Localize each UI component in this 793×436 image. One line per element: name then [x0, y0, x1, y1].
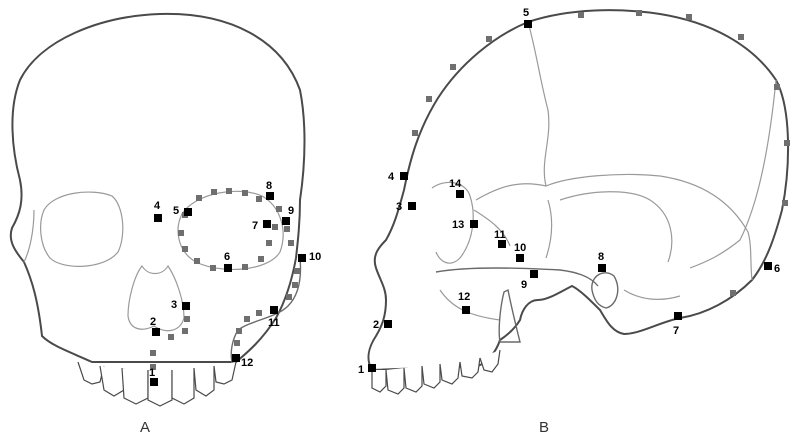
landmark-b-11 [498, 240, 506, 248]
landmark-b-2 [384, 320, 392, 328]
cranium-outline-lateral [369, 10, 789, 370]
landmark-a-5 [184, 208, 192, 216]
landmark-b-10 [516, 254, 524, 262]
label-b-1: 1 [358, 364, 364, 376]
label-a-6: 6 [224, 251, 230, 263]
cranium-outline [11, 14, 305, 362]
label-a-5: 5 [173, 205, 179, 217]
landmark-b-8 [598, 264, 606, 272]
landmark-b-4 [400, 172, 408, 180]
label-b-10: 10 [514, 242, 526, 254]
label-a-7: 7 [252, 220, 258, 232]
landmark-a-8 [266, 192, 274, 200]
label-b-3: 3 [396, 201, 402, 213]
landmark-b-12 [462, 306, 470, 314]
landmark-b-7 [674, 312, 682, 320]
panel-label-b: B [539, 419, 549, 436]
landmark-a-6 [224, 264, 232, 272]
landmark-b-3 [408, 202, 416, 210]
frontal-skull: 1 2 3 4 5 6 7 8 9 10 11 12 A [11, 14, 322, 436]
landmark-a-9 [282, 217, 290, 225]
landmark-b-14 [456, 190, 464, 198]
landmark-b-5 [524, 20, 532, 28]
label-b-4: 4 [388, 171, 395, 183]
label-b-6: 6 [774, 263, 780, 275]
label-a-1: 1 [149, 367, 155, 379]
panel-label-a: A [140, 419, 150, 436]
lateral-skull: 1 2 3 4 5 6 7 8 9 10 11 12 13 [358, 7, 790, 436]
landmark-a-10 [298, 254, 306, 262]
landmark-a-7 [263, 220, 271, 228]
landmark-a-12 [232, 354, 240, 362]
label-a-4: 4 [154, 200, 161, 212]
label-a-8: 8 [266, 180, 272, 192]
landmark-a-3 [182, 302, 190, 310]
label-a-9: 9 [288, 205, 294, 217]
label-a-10: 10 [309, 251, 321, 263]
landmark-b-1 [368, 364, 376, 372]
label-a-3: 3 [171, 299, 177, 311]
label-b-13: 13 [452, 219, 464, 231]
label-a-11: 11 [268, 317, 280, 329]
landmark-b-6 [764, 262, 772, 270]
label-a-12: 12 [241, 357, 253, 369]
label-b-5: 5 [523, 7, 529, 19]
landmark-a-4 [154, 214, 162, 222]
label-b-9: 9 [521, 279, 527, 291]
landmark-a-1 [150, 378, 158, 386]
label-b-8: 8 [598, 251, 604, 263]
landmark-a-11 [270, 306, 278, 314]
label-b-2: 2 [373, 319, 379, 331]
label-b-7: 7 [673, 325, 679, 337]
landmark-a-2 [152, 328, 160, 336]
landmark-b-13 [470, 220, 478, 228]
label-a-2: 2 [150, 316, 156, 328]
label-b-12: 12 [458, 291, 470, 303]
label-b-11: 11 [494, 229, 506, 241]
label-b-14: 14 [449, 178, 462, 190]
landmark-b-9 [530, 270, 538, 278]
